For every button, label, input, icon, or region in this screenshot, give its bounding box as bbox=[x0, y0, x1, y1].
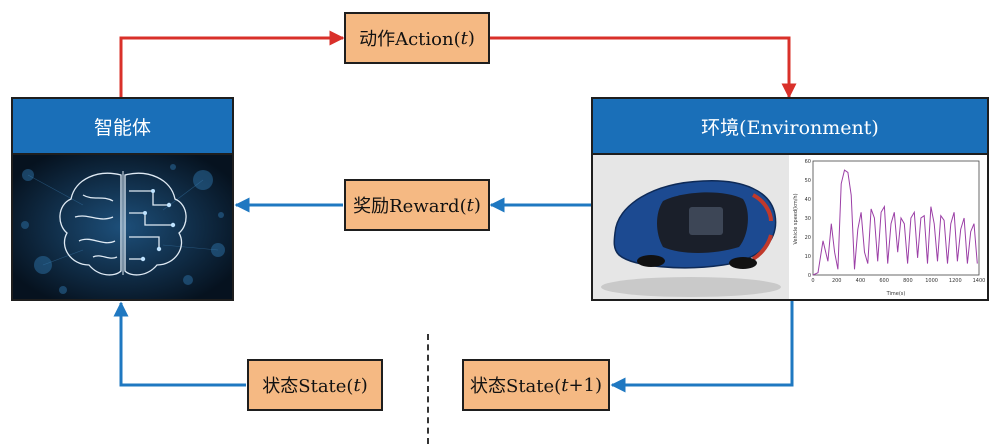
x-tick-label: 400 bbox=[856, 278, 866, 284]
x-tick-label: 1200 bbox=[949, 278, 962, 284]
action-label-var: t bbox=[460, 27, 468, 49]
reward-label-suffix: ) bbox=[473, 194, 481, 216]
y-tick-label: 60 bbox=[805, 159, 811, 165]
x-tick-label: 1000 bbox=[925, 278, 938, 284]
state-label-suffix: ) bbox=[360, 374, 368, 396]
x-tick-labels: 0 200 400 600 800 1000 1200 1400 bbox=[811, 278, 985, 284]
state-label-prefix: 状态State( bbox=[262, 376, 354, 397]
separator-dashed-line bbox=[427, 334, 429, 444]
state-label: 状态State(t) bbox=[247, 359, 383, 411]
agent-title: 智能体 bbox=[13, 99, 232, 155]
y-tick-label: 0 bbox=[808, 273, 811, 279]
y-tick-label: 40 bbox=[805, 197, 811, 203]
reward-label-prefix: 奖励Reward( bbox=[353, 196, 467, 217]
next-state-arrow bbox=[610, 301, 794, 393]
state-arrow bbox=[113, 301, 246, 387]
next-state-label-var: t bbox=[561, 374, 569, 396]
reward-label: 奖励Reward(t) bbox=[344, 179, 490, 231]
y-tick-label: 50 bbox=[805, 178, 811, 184]
next-state-label-suffix: +1) bbox=[568, 374, 602, 396]
action-arrow-out bbox=[490, 36, 797, 99]
action-label: 动作Action(t) bbox=[344, 12, 490, 64]
x-tick-label: 600 bbox=[879, 278, 889, 284]
x-tick-label: 0 bbox=[811, 278, 814, 284]
plot-y-label: Vehicle speed(km/h) bbox=[793, 193, 799, 244]
x-tick-label: 800 bbox=[903, 278, 913, 284]
car-icon bbox=[593, 155, 789, 299]
reward-label-var: t bbox=[466, 194, 474, 216]
x-tick-label: 200 bbox=[832, 278, 842, 284]
car-photo bbox=[593, 155, 789, 299]
y-tick-label: 10 bbox=[805, 254, 811, 260]
action-label-suffix: ) bbox=[467, 27, 475, 49]
agent-panel: 智能体 bbox=[11, 97, 234, 301]
environment-panel: 环境(Environment) 0 10 20 30 40 50 60 0 200 400 600… bbox=[591, 97, 989, 301]
environment-title: 环境(Environment) bbox=[593, 99, 987, 155]
x-tick-label: 1400 bbox=[973, 278, 986, 284]
action-label-prefix: 动作Action( bbox=[359, 29, 461, 50]
next-state-label-prefix: 状态State( bbox=[469, 376, 562, 397]
next-state-label: 状态State(t+1) bbox=[462, 359, 610, 411]
y-tick-label: 30 bbox=[805, 216, 811, 222]
plot-frame bbox=[812, 160, 980, 276]
action-arrow-in bbox=[119, 30, 345, 97]
plot-x-label: Time(s) bbox=[886, 291, 906, 297]
brain-circuit-icon bbox=[13, 155, 232, 299]
state-label-var: t bbox=[353, 374, 361, 396]
speed-series-line bbox=[812, 169, 978, 276]
y-tick-label: 20 bbox=[805, 235, 811, 241]
y-tick-labels: 0 10 20 30 40 50 60 bbox=[805, 159, 811, 279]
agent-image bbox=[13, 155, 232, 299]
